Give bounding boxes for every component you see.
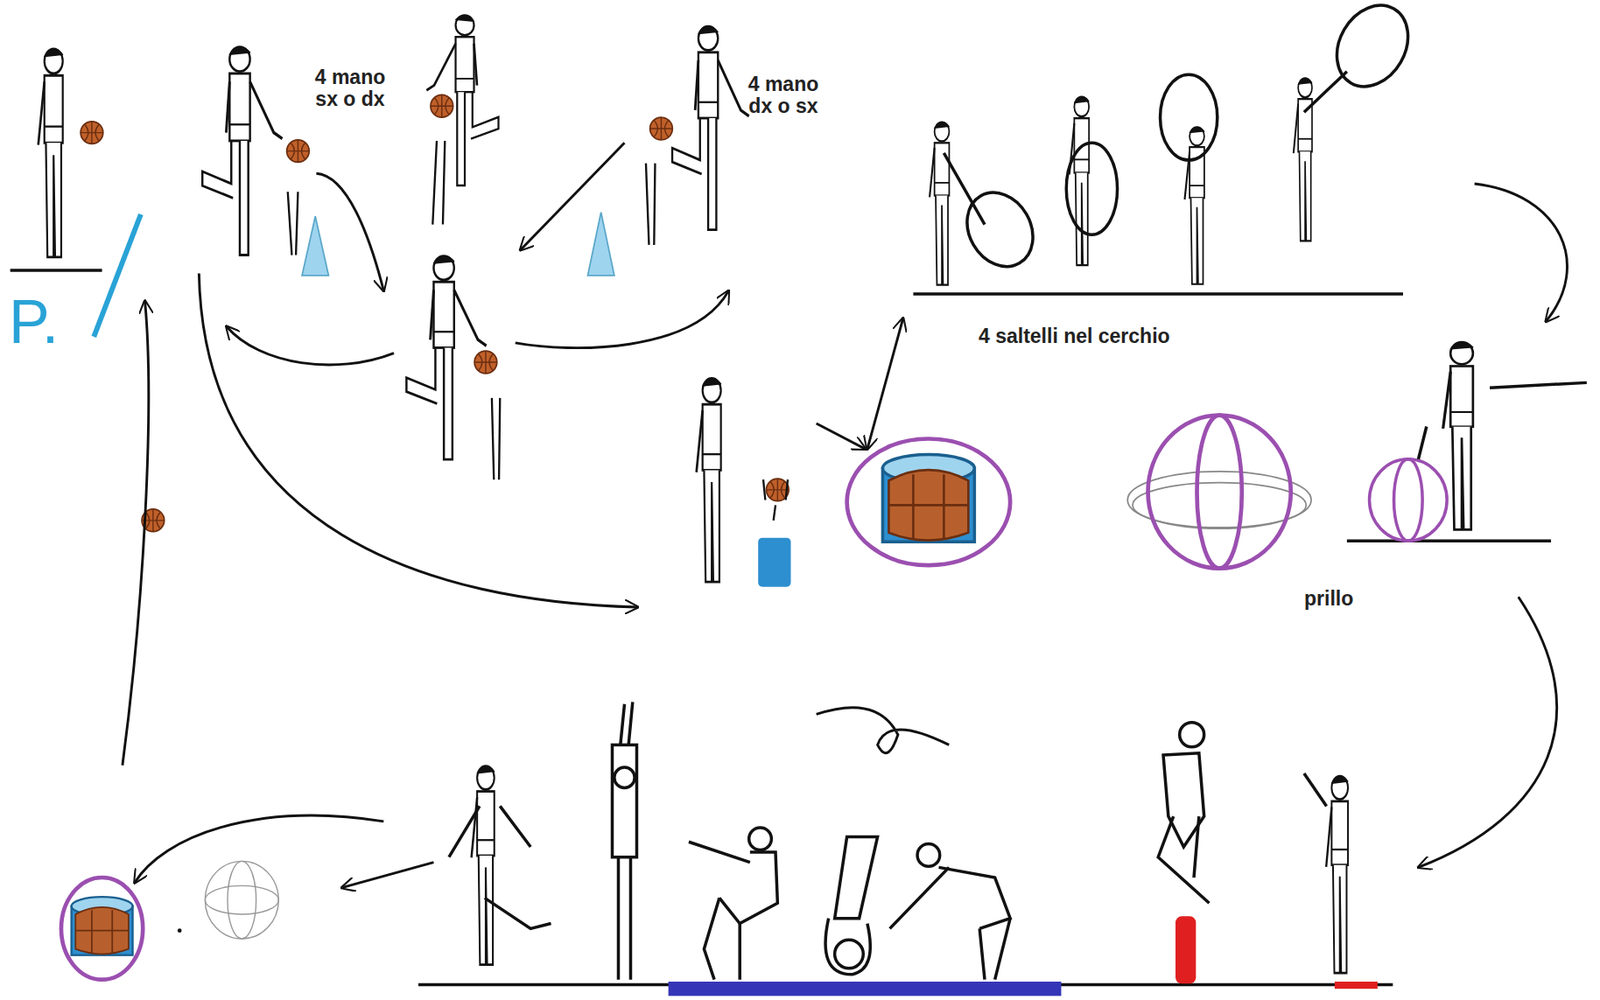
bottom-figures: [449, 701, 1327, 980]
red-line: [1334, 982, 1378, 990]
hoop-bucket: [847, 439, 1011, 567]
hoops: [943, 0, 1422, 279]
blue-mat: [668, 982, 1062, 997]
cones: [301, 212, 615, 276]
spinning-hoop: [1127, 382, 1587, 569]
exercise-note: prillo: [1304, 588, 1354, 611]
flow-arrows: [122, 142, 1568, 888]
bottom-left-targets: [61, 861, 279, 980]
exercise-note: 4 mano dx o sx: [739, 73, 828, 119]
red-post: [1175, 916, 1196, 984]
exercise-note: 4 saltelli nel cerchio: [978, 325, 1171, 348]
exercise-note: 4 mano sx o dx: [306, 66, 394, 112]
figures: [38, 14, 1474, 974]
start-slash: [93, 214, 141, 337]
ground-lines: [10, 270, 1551, 985]
dribble-marks: [287, 140, 788, 521]
start-marker: P.: [8, 288, 59, 357]
